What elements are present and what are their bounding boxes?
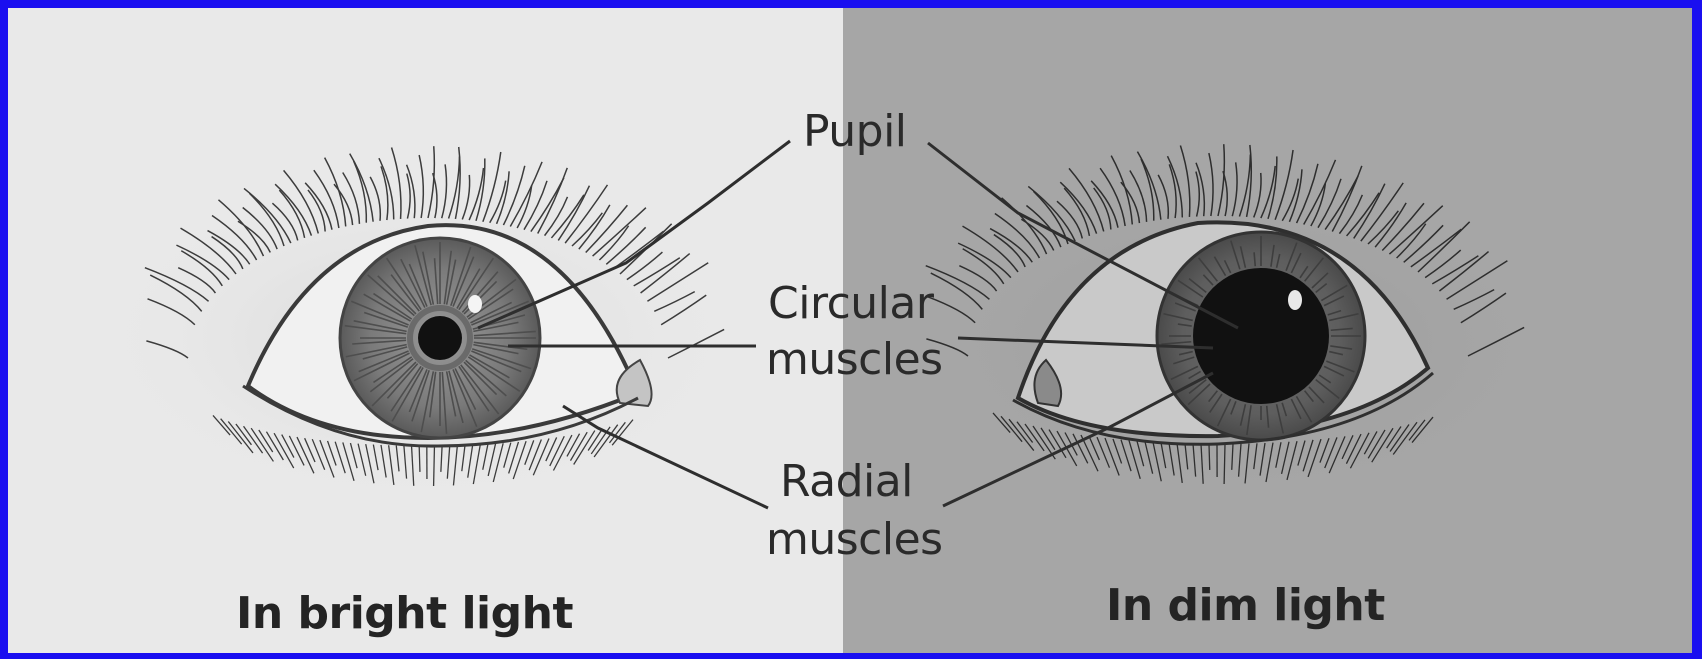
lower-eyelash — [434, 446, 435, 486]
left-pupil — [418, 316, 462, 360]
lower-eyelash — [1209, 444, 1210, 470]
circular-muscles-label-line1: Circular — [768, 278, 935, 329]
right-eye-highlight — [1288, 290, 1302, 310]
lower-eyelash — [1224, 444, 1225, 484]
circular-muscles-label-line2: muscles — [766, 334, 943, 385]
radial-muscles-label-line2: muscles — [766, 514, 943, 565]
eye-diagram: Pupil Circular muscles Radial muscles In… — [8, 8, 1692, 653]
bright-light-caption: In bright light — [236, 588, 573, 639]
radial-muscles-label-line1: Radial — [780, 456, 913, 507]
dim-light-caption: In dim light — [1106, 580, 1385, 631]
diagram-stage: Pupil Circular muscles Radial muscles In… — [8, 8, 1692, 653]
pupil-label: Pupil — [803, 106, 907, 157]
lower-eyelash — [419, 446, 420, 472]
right-pupil — [1193, 268, 1329, 404]
left-eye-highlight — [468, 295, 482, 313]
